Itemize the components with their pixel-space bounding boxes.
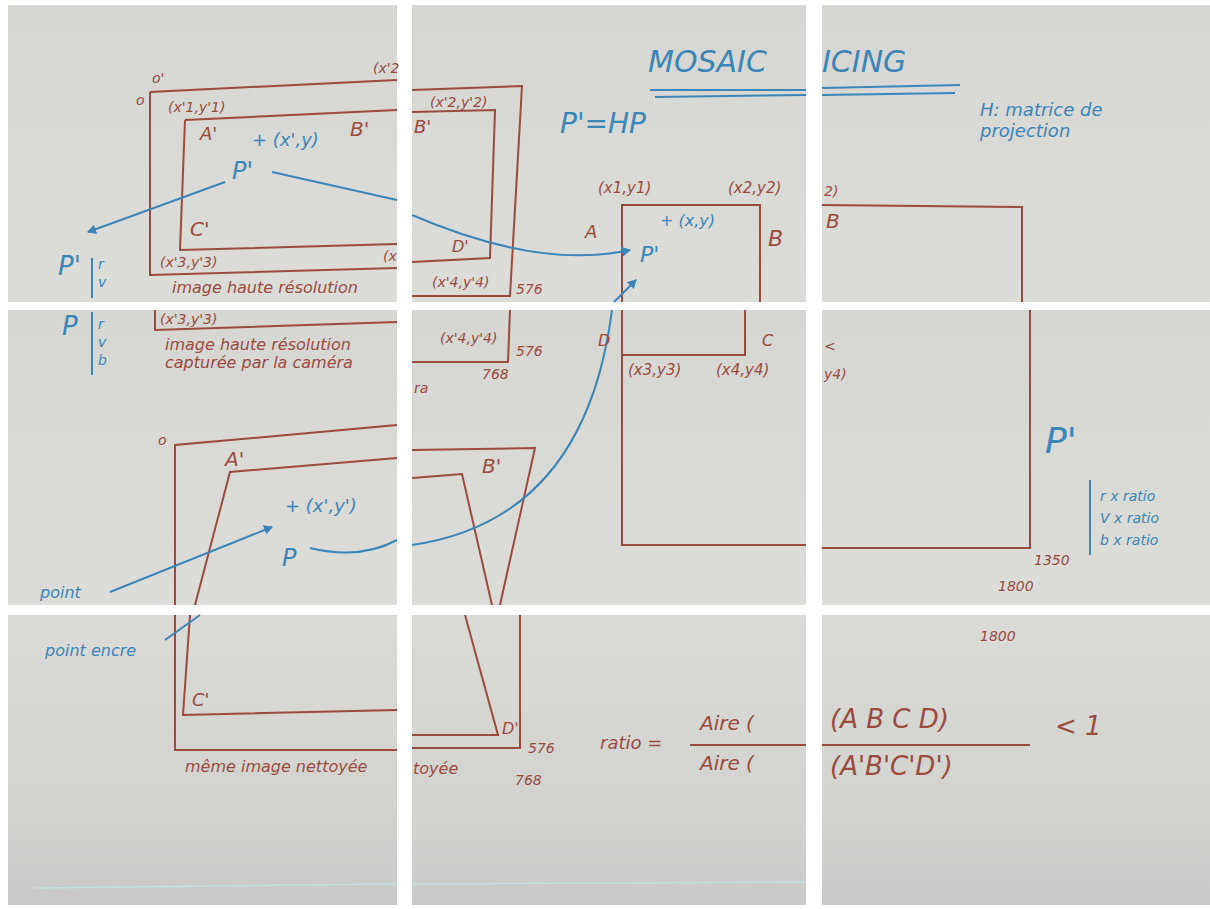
board-label: (x3,y3) [628,362,681,379]
board-label: H: matrice de projection [980,100,1150,141]
board-label: B' [350,118,369,141]
board-label: 576 [516,281,543,297]
board-label: (x4,y4) [716,362,769,379]
board-label: A [585,222,597,243]
board-label: (x [383,248,397,264]
blue-strokes [88,85,1090,640]
board-label: P' [58,252,81,282]
board-label: o' [152,70,164,86]
board-label: (x'3,y'3) [160,311,217,327]
photo-tiles [8,5,1210,905]
board-label: (x1,y1) [598,180,651,197]
frame-lines [150,80,1030,750]
board-label: C' [190,218,209,241]
board-label: B [768,226,783,251]
board-label: point encre [45,642,136,660]
board-label: 768 [515,772,542,788]
board-label: MOSAIC [648,45,767,80]
board-label: V x ratio [1100,510,1159,526]
board-label: (x2,y2) [728,180,781,197]
board-label: (x'2 [373,60,400,76]
board-label: P [62,312,78,342]
board-label: < 1 [1055,712,1102,742]
board-label: b x ratio [1100,532,1158,548]
board-label: 1800 [980,628,1016,644]
board-label: Aire ( [700,712,754,735]
board-label: P [282,545,296,573]
board-label: D' [502,720,519,738]
board-label: v [98,334,106,350]
board-label: < [824,338,836,354]
board-label: 576 [528,740,555,756]
board-label: 1800 [998,578,1034,594]
board-label: A' [225,448,244,471]
board-label: D' [452,238,469,256]
board-label: P' [640,242,659,267]
board-label: B' [414,117,431,138]
board-label: C' [192,690,210,711]
board-label: B' [482,455,501,478]
board-label: o [158,432,167,448]
board-label: 768 [482,366,509,382]
board-label: P' [232,158,253,186]
board-label: ra [414,380,428,396]
board-label: r x ratio [1100,488,1155,504]
board-label: (x'1,y'1) [168,99,225,115]
board-label: r [98,256,104,272]
board-label: v [98,274,106,290]
board-label: (x'3,y'3) [160,254,217,270]
board-label: + (x',y) [252,130,319,151]
board-label: P'=HP [560,108,646,140]
board-label: A' [200,124,217,145]
board-label: + (x,y) [660,212,715,230]
board-label: r [98,316,104,332]
board-label: image haute résolution [172,279,358,297]
board-label: D [598,332,610,350]
board-label: (A'B'C'D') [830,752,953,782]
board-label: b [98,352,107,368]
board-label: toyée [413,760,458,778]
board-label: (x'4,y'4) [440,330,497,346]
board-label: point [40,584,81,602]
board-label: P' [1045,420,1077,461]
board-label: + (x',y') [285,496,357,517]
board-label: y4) [824,366,847,382]
board-label: (x'2,y'2) [430,94,487,110]
board-label: Aire ( [700,752,754,775]
board-label: (A B C D) [830,705,949,735]
board-label: même image nettoyée [185,758,367,776]
board-label: image haute résolution capturée par la c… [165,336,365,373]
board-label: ICING [822,45,906,80]
board-label: C [762,332,773,350]
board-label: o [136,92,145,108]
board-label: ratio = [600,733,662,754]
board-label: B [826,210,840,233]
board-label: 576 [516,343,543,359]
board-label: 1350 [1034,552,1070,568]
board-label: (x'4,y'4) [432,274,489,290]
board-label: 2) [824,183,838,199]
